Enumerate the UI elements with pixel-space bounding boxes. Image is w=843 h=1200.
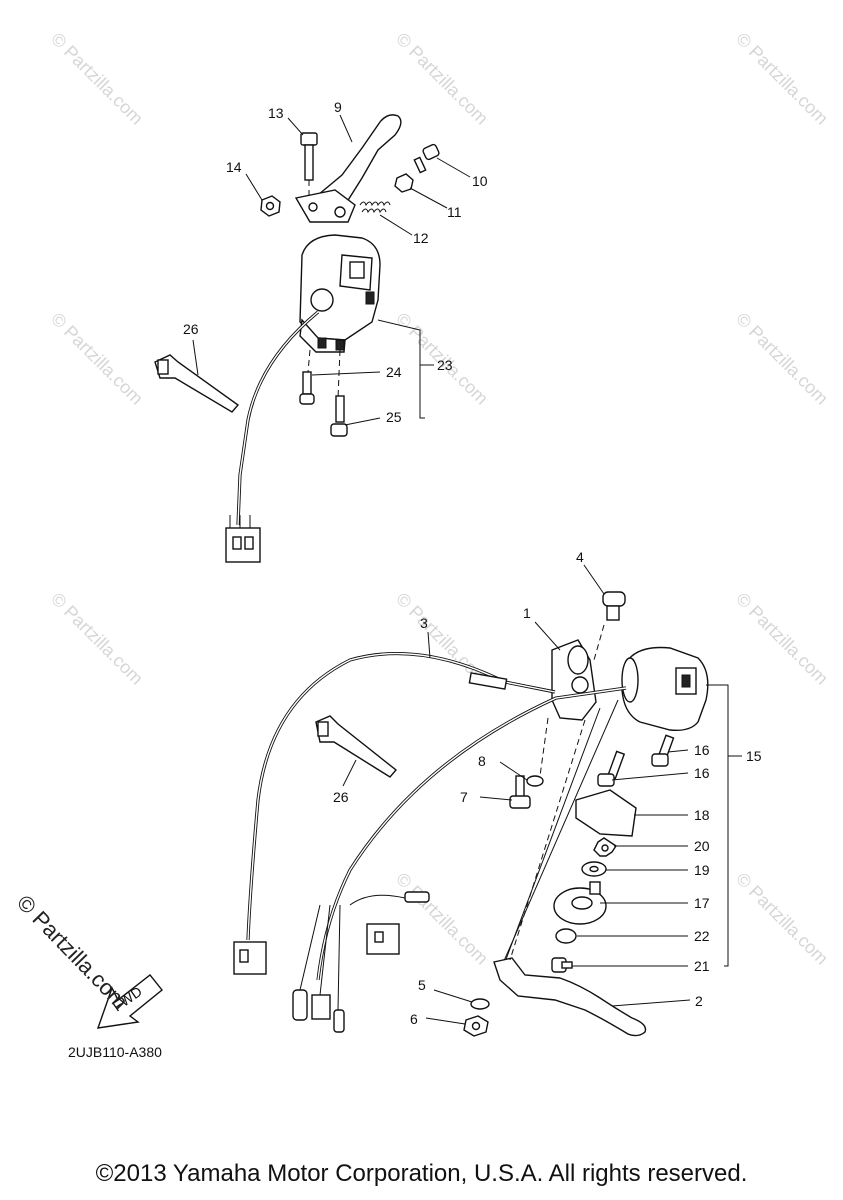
leader-lines	[192, 114, 742, 1025]
bolt-13	[300, 132, 318, 146]
nut-11	[394, 173, 414, 193]
callout-22: 22	[694, 928, 710, 944]
lower-assembly: FWD	[96, 591, 709, 1037]
spring-22	[555, 928, 577, 944]
callout-15: 15	[746, 748, 762, 764]
callout-21: 21	[694, 958, 710, 974]
screw-24	[302, 371, 312, 395]
upper-assembly	[154, 114, 440, 563]
callout-16-b: 16	[694, 765, 710, 781]
callout-labels: 13 9 14 10 11 12 26 23 24 25 4 1 3 16 16…	[183, 99, 762, 1027]
callout-10: 10	[472, 173, 488, 189]
callout-17: 17	[694, 895, 710, 911]
washer-8	[526, 775, 544, 787]
callout-24: 24	[386, 364, 402, 380]
callout-18: 18	[694, 807, 710, 823]
callout-5: 5	[418, 977, 426, 993]
lever-2	[493, 957, 647, 1037]
watermark: © Partzilla.com	[47, 29, 147, 129]
bullet-connector	[292, 989, 308, 1021]
o-ring-5	[470, 998, 490, 1010]
watermark: © Partzilla.com	[47, 309, 147, 409]
callout-23: 23	[437, 357, 453, 373]
left-switch-cable	[236, 310, 320, 526]
lever-9	[316, 114, 402, 206]
spring-12	[359, 201, 391, 207]
cable-3-connector	[233, 941, 267, 975]
watermark: © Partzilla.com	[732, 309, 832, 409]
callout-26-lower: 26	[333, 789, 349, 805]
watermark: © Partzilla.com	[47, 589, 147, 689]
watermark: © Partzilla.com	[732, 869, 832, 969]
callout-16-a: 16	[694, 742, 710, 758]
watermark: © Partzilla.com	[732, 589, 832, 689]
cable-tie-26-upper	[154, 354, 240, 413]
callout-1: 1	[523, 605, 531, 621]
bolt-4	[602, 591, 626, 607]
bolt-7	[515, 775, 525, 799]
callout-2: 2	[695, 993, 703, 1009]
callout-6: 6	[410, 1011, 418, 1027]
screw-25	[335, 395, 345, 423]
callout-8: 8	[478, 753, 486, 769]
watermark: © Partzilla.com	[732, 29, 832, 129]
callout-26-upper: 26	[183, 321, 199, 337]
callout-12: 12	[413, 230, 429, 246]
copyright-notice: ©2013 Yamaha Motor Corporation, U.S.A. A…	[95, 1160, 748, 1187]
callout-11: 11	[447, 204, 462, 220]
screw-10	[422, 143, 440, 161]
callout-4: 4	[576, 549, 584, 565]
diagram-code: 2UJB110-A380	[68, 1044, 162, 1060]
callout-13: 13	[268, 105, 284, 121]
cable-tie-26-lower	[315, 715, 398, 778]
callout-9: 9	[334, 99, 342, 115]
left-switch-connector	[225, 527, 261, 563]
watermark-layer: © Partzilla.com © Partzilla.com © Partzi…	[47, 29, 832, 969]
cable-adjuster	[468, 672, 508, 690]
callout-7: 7	[460, 789, 468, 805]
callout-3: 3	[420, 615, 428, 631]
cover-18	[575, 789, 637, 837]
watermark: © Partzilla.com	[392, 869, 492, 969]
callout-25: 25	[386, 409, 402, 425]
callout-20: 20	[694, 838, 710, 854]
watermark: © Partzilla.com	[392, 29, 492, 129]
callout-19: 19	[694, 862, 710, 878]
callout-14: 14	[226, 159, 242, 175]
